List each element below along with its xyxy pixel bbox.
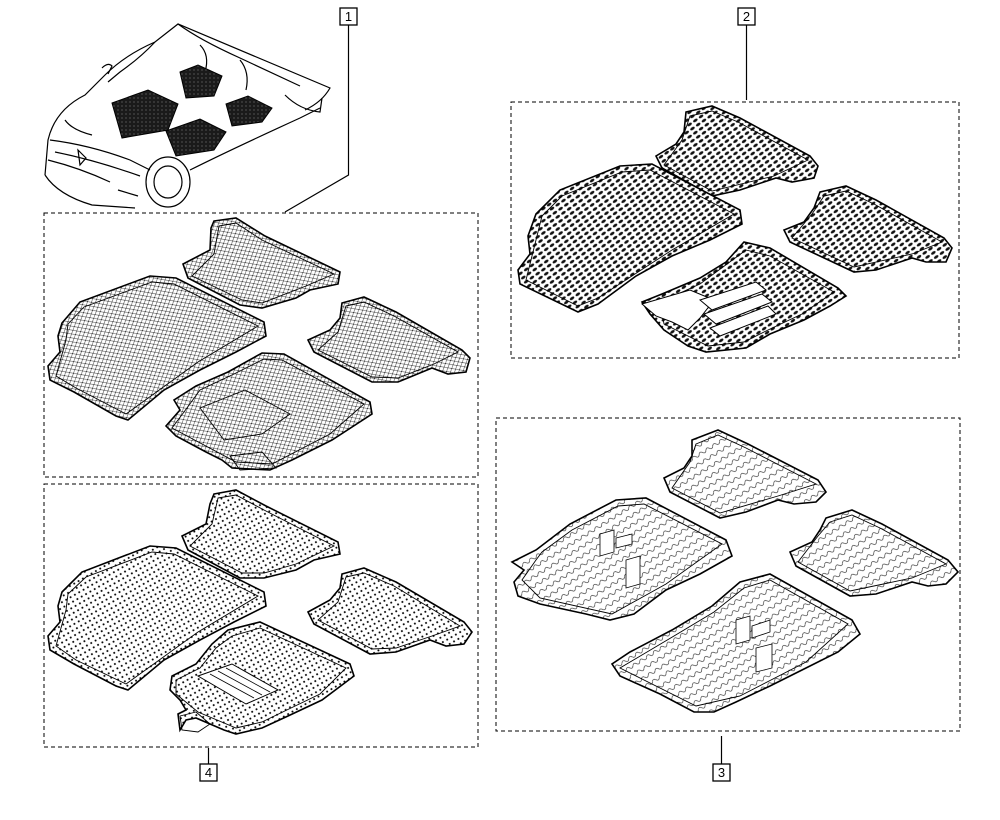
car-mat-front-left — [111, 89, 179, 139]
svg-text:3: 3 — [718, 765, 725, 780]
mat-set-4 — [47, 489, 473, 735]
car-mat-front-right — [165, 118, 227, 157]
set3-front-left-mat — [510, 497, 733, 621]
mat-set-2 — [517, 105, 953, 353]
car-mat-rear-right — [225, 95, 273, 127]
set2-front-left-mat — [517, 163, 743, 313]
callout-3: 3 — [712, 763, 731, 782]
svg-text:2: 2 — [743, 9, 750, 24]
set-3-frame — [495, 417, 961, 732]
set4-front-left-mat — [47, 545, 267, 691]
car-illustration — [44, 23, 331, 209]
mat-set-1 — [47, 217, 471, 471]
set4-rear-left-mat — [180, 489, 341, 579]
callout-1: 1 — [339, 7, 358, 26]
set1-rear-left-mat — [182, 217, 341, 309]
set2-rear-left-mat — [654, 105, 819, 197]
set2-rear-right-mat — [782, 185, 953, 273]
leader-1 — [284, 25, 350, 213]
set-2-frame — [510, 101, 960, 359]
set1-front-left-mat — [47, 275, 267, 421]
callout-2: 2 — [737, 7, 756, 26]
callout-4: 4 — [199, 763, 218, 782]
svg-text:1: 1 — [345, 9, 352, 24]
set-1-frame — [43, 212, 479, 478]
set3-rear-left-mat — [662, 429, 828, 519]
set4-rear-right-mat — [306, 567, 473, 655]
set3-rear-right-mat — [788, 509, 960, 597]
set1-rear-right-mat — [306, 296, 471, 383]
car-mat-rear-left — [179, 64, 223, 99]
svg-text:4: 4 — [205, 765, 212, 780]
mat-set-3 — [510, 429, 960, 713]
set-4-frame — [43, 483, 479, 748]
